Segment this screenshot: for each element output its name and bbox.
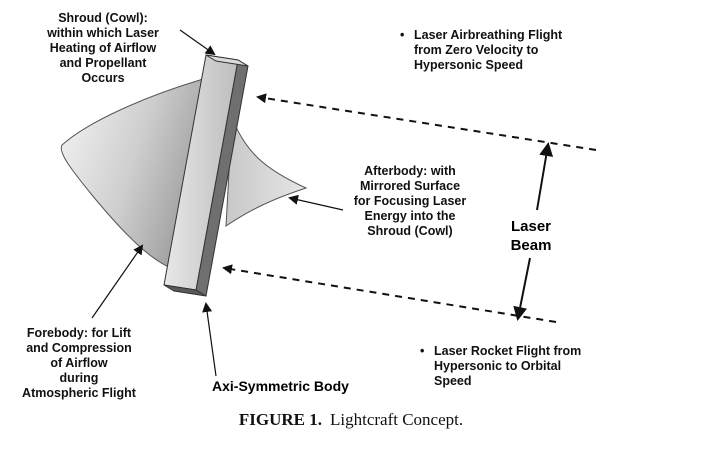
axi-symmetric-label: Axi-Symmetric Body (212, 378, 349, 394)
afterbody-shape (225, 117, 308, 227)
beam-top-dashed-line (256, 93, 597, 151)
shroud-leader-arrow (179, 29, 216, 56)
shroud-label: Shroud (Cowl): within which Laser Heatin… (47, 11, 159, 85)
forebody-label: Forebody: for Lift and Compression of Ai… (22, 326, 136, 400)
airbreathing-bullet: Laser Airbreathing Flight from Zero Velo… (400, 28, 644, 73)
forebody-leader-arrow (91, 244, 144, 319)
afterbody-label: Afterbody: with Mirrored Surface for Foc… (353, 164, 467, 238)
figure-caption: FIGURE 1. Lightcraft Concept. (0, 410, 702, 430)
axi-symmetric-leader-arrow (202, 302, 217, 377)
beam-width-arrow-down (513, 257, 531, 321)
beam-width-arrow-up (536, 142, 554, 211)
figure-title: Lightcraft Concept. (330, 410, 464, 429)
shroud-top-face (205, 54, 249, 67)
afterbody-leader-arrow (288, 194, 344, 211)
laser-beam-label: Laser Beam (510, 218, 552, 254)
shroud-bottom-face (163, 284, 207, 297)
figure-number: FIGURE 1. (238, 410, 322, 429)
rocket-bullet: Laser Rocket Flight from Hypersonic to O… (420, 344, 654, 389)
beam-bottom-dashed-line (222, 264, 557, 323)
